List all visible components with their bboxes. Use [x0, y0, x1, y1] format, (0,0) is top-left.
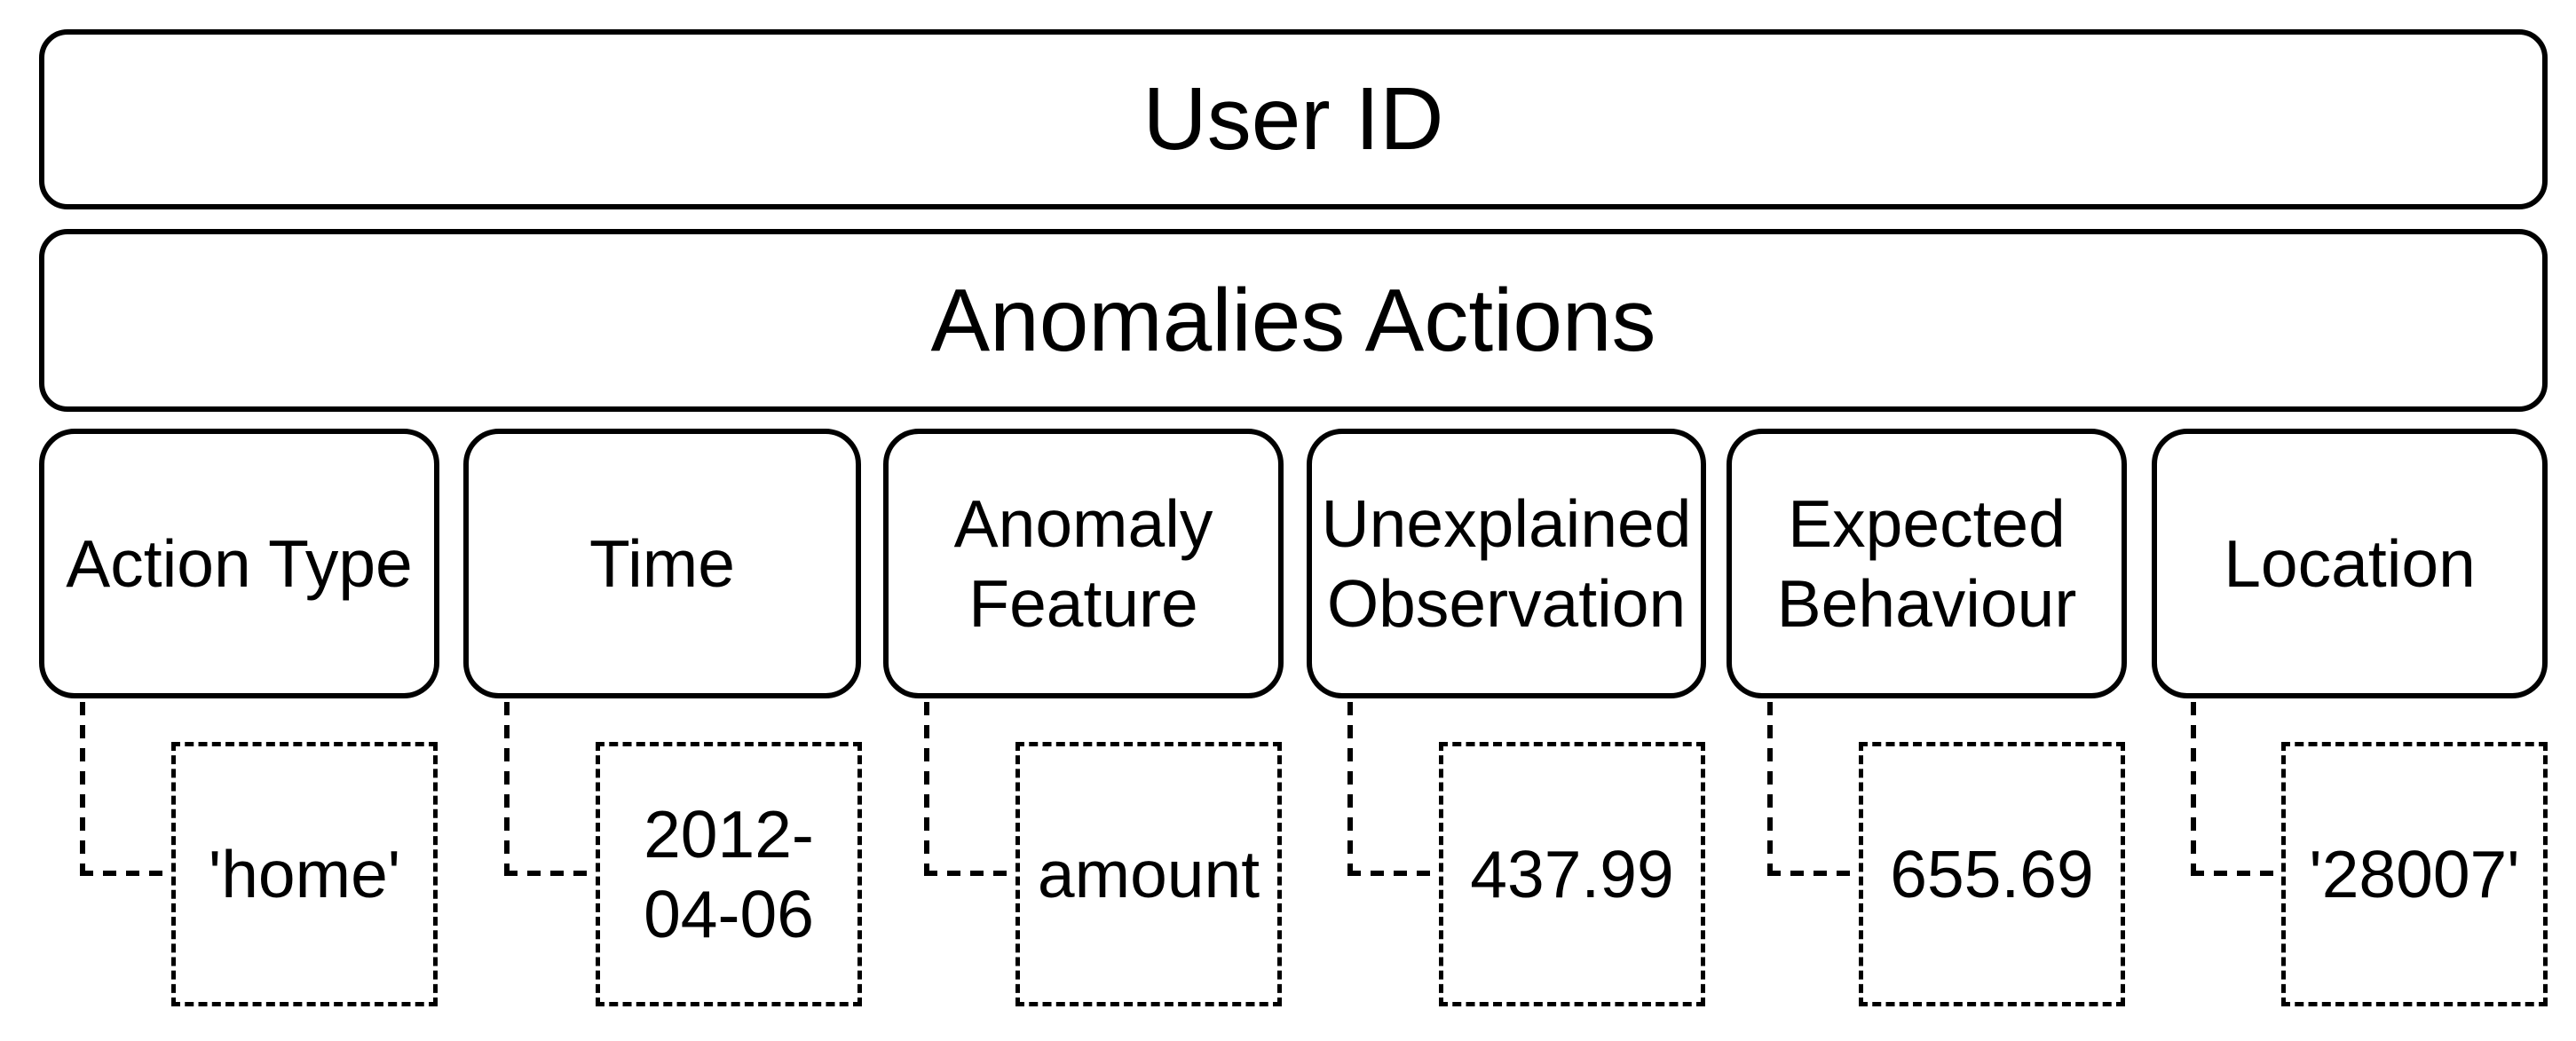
value-box-anomaly-feature: amount: [1015, 742, 1282, 1006]
connector-horizontal-unexplained-observation: [1347, 871, 1439, 876]
connector-vertical-expected-behaviour: [1767, 702, 1773, 876]
value-time: 2012-04-06: [644, 797, 814, 951]
value-box-unexplained-observation: 437.99: [1439, 742, 1705, 1006]
attr-label-anomaly-feature: Anomaly Feature: [953, 486, 1213, 641]
value-box-location: '28007': [2281, 742, 2548, 1006]
attr-label-time: Time: [589, 526, 735, 601]
connector-horizontal-location: [2191, 871, 2282, 876]
value-unexplained-observation: 437.99: [1470, 837, 1674, 911]
attr-box-action-type: Action Type: [39, 429, 439, 698]
attr-box-unexplained-observation: Unexplained Observation: [1307, 429, 1706, 698]
value-box-action-type: 'home': [171, 742, 438, 1006]
connector-vertical-anomaly-feature: [924, 702, 929, 876]
connector-horizontal-expected-behaviour: [1767, 871, 1859, 876]
value-anomaly-feature: amount: [1037, 837, 1260, 911]
connector-vertical-unexplained-observation: [1347, 702, 1353, 876]
value-action-type: 'home': [208, 837, 401, 911]
connector-horizontal-action-type: [80, 871, 171, 876]
attr-label-location: Location: [2224, 526, 2476, 601]
connector-horizontal-time: [504, 871, 596, 876]
attr-box-location: Location: [2152, 429, 2548, 698]
anomalies-actions-label: Anomalies Actions: [930, 270, 1656, 370]
attr-box-time: Time: [463, 429, 861, 698]
attr-label-unexplained-observation: Unexplained Observation: [1321, 486, 1692, 641]
value-box-expected-behaviour: 655.69: [1859, 742, 2125, 1006]
connector-vertical-location: [2191, 702, 2196, 876]
value-location: '28007': [2309, 837, 2520, 911]
value-expected-behaviour: 655.69: [1890, 837, 2094, 911]
user-id-box: User ID: [39, 29, 2548, 209]
connector-vertical-action-type: [80, 702, 85, 876]
attr-box-expected-behaviour: Expected Behaviour: [1727, 429, 2127, 698]
attr-label-expected-behaviour: Expected Behaviour: [1776, 486, 2077, 641]
user-id-label: User ID: [1142, 69, 1444, 169]
connector-vertical-time: [504, 702, 510, 876]
value-box-time: 2012-04-06: [596, 742, 862, 1006]
attr-label-action-type: Action Type: [66, 526, 413, 601]
connector-horizontal-anomaly-feature: [924, 871, 1015, 876]
anomalies-actions-box: Anomalies Actions: [39, 229, 2548, 412]
attr-box-anomaly-feature: Anomaly Feature: [883, 429, 1284, 698]
